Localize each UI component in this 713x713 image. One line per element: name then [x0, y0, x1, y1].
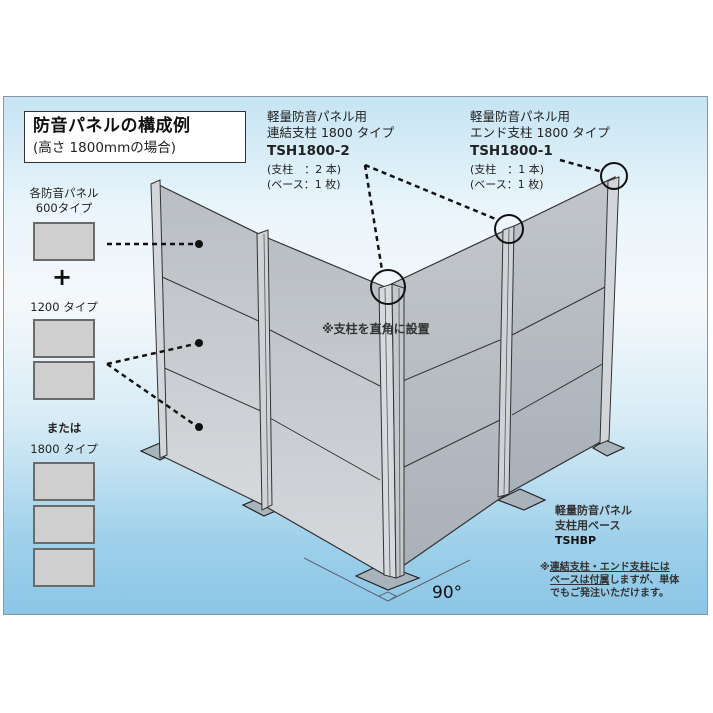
angle-label: 90°: [432, 583, 463, 603]
footnote-line1-text: 連結支柱・エンド支柱には: [549, 562, 670, 573]
end-post-line2: エンド支柱 1800 タイプ: [470, 125, 610, 140]
base-code: TSHBP: [555, 534, 597, 547]
footnote-line1: ※連結支柱・エンド支柱には: [540, 561, 679, 574]
footnote-line3: でもご発注いただけます。: [550, 588, 669, 599]
legend-or: または: [46, 421, 82, 435]
footnote-line2: ベースは付属しますが、単体: [540, 574, 679, 587]
base-line1: 軽量防音パネル: [555, 504, 632, 517]
legend-panel-heading: 各防音パネル 600タイプ: [18, 186, 110, 216]
title-box: 防音パネルの構成例 (高さ 1800mmの場合): [24, 111, 246, 163]
panel-1800-mid-icon: [33, 505, 95, 544]
right-wall: [384, 176, 620, 577]
plus-sign: +: [52, 263, 73, 291]
base-line2: 支柱用ベース: [555, 519, 621, 532]
end-post-detail1: (支柱 ：1 本): [470, 163, 545, 176]
footnote-line2-underlined: ベースは付属: [550, 575, 610, 586]
panel-1200-top-icon: [33, 319, 95, 358]
panel-600-icon: [33, 222, 95, 261]
legend-heading-line1: 各防音パネル: [29, 186, 99, 200]
end-post-detail2: (ベース：1 枚): [470, 178, 544, 191]
footnote-line2-rest: しますが、単体: [609, 575, 680, 586]
left-wall: [150, 179, 386, 577]
legend-type-1200: 1200 タイプ: [30, 300, 98, 314]
footnote-mark: ※: [540, 562, 550, 573]
connecting-post-line1: 軽量防音パネル用: [267, 109, 368, 124]
leader-lines: [106, 158, 604, 427]
leader-dots: [195, 240, 203, 431]
connecting-post-detail2: (ベース：1 枚): [267, 178, 341, 191]
right-angle-note: ※支柱を直角に設置: [322, 322, 430, 336]
highlight-circles: [370, 162, 628, 305]
legend-heading-line2: 600タイプ: [35, 201, 93, 215]
title-sub: (高さ 1800mmの場合): [33, 140, 176, 156]
connecting-post-detail1: (支柱 ：2 本): [267, 163, 342, 176]
title-main: 防音パネルの構成例: [33, 116, 191, 136]
corner-posts: [378, 283, 405, 579]
panel-1200-bottom-icon: [33, 361, 95, 400]
legend-type-1800: 1800 タイプ: [30, 442, 98, 456]
panel-1800-top-icon: [33, 462, 95, 501]
connecting-post-line2: 連結支柱 1800 タイプ: [267, 125, 395, 140]
angle-guide: [303, 557, 471, 602]
connecting-post-code: TSH1800-2: [267, 143, 350, 159]
end-post-line1: 軽量防音パネル用: [470, 109, 571, 124]
footnote: ※連結支柱・エンド支柱には ベースは付属しますが、単体 でもご発注いただけます。: [540, 561, 679, 600]
panel-1800-bottom-icon: [33, 548, 95, 587]
end-post-code: TSH1800-1: [470, 143, 553, 159]
